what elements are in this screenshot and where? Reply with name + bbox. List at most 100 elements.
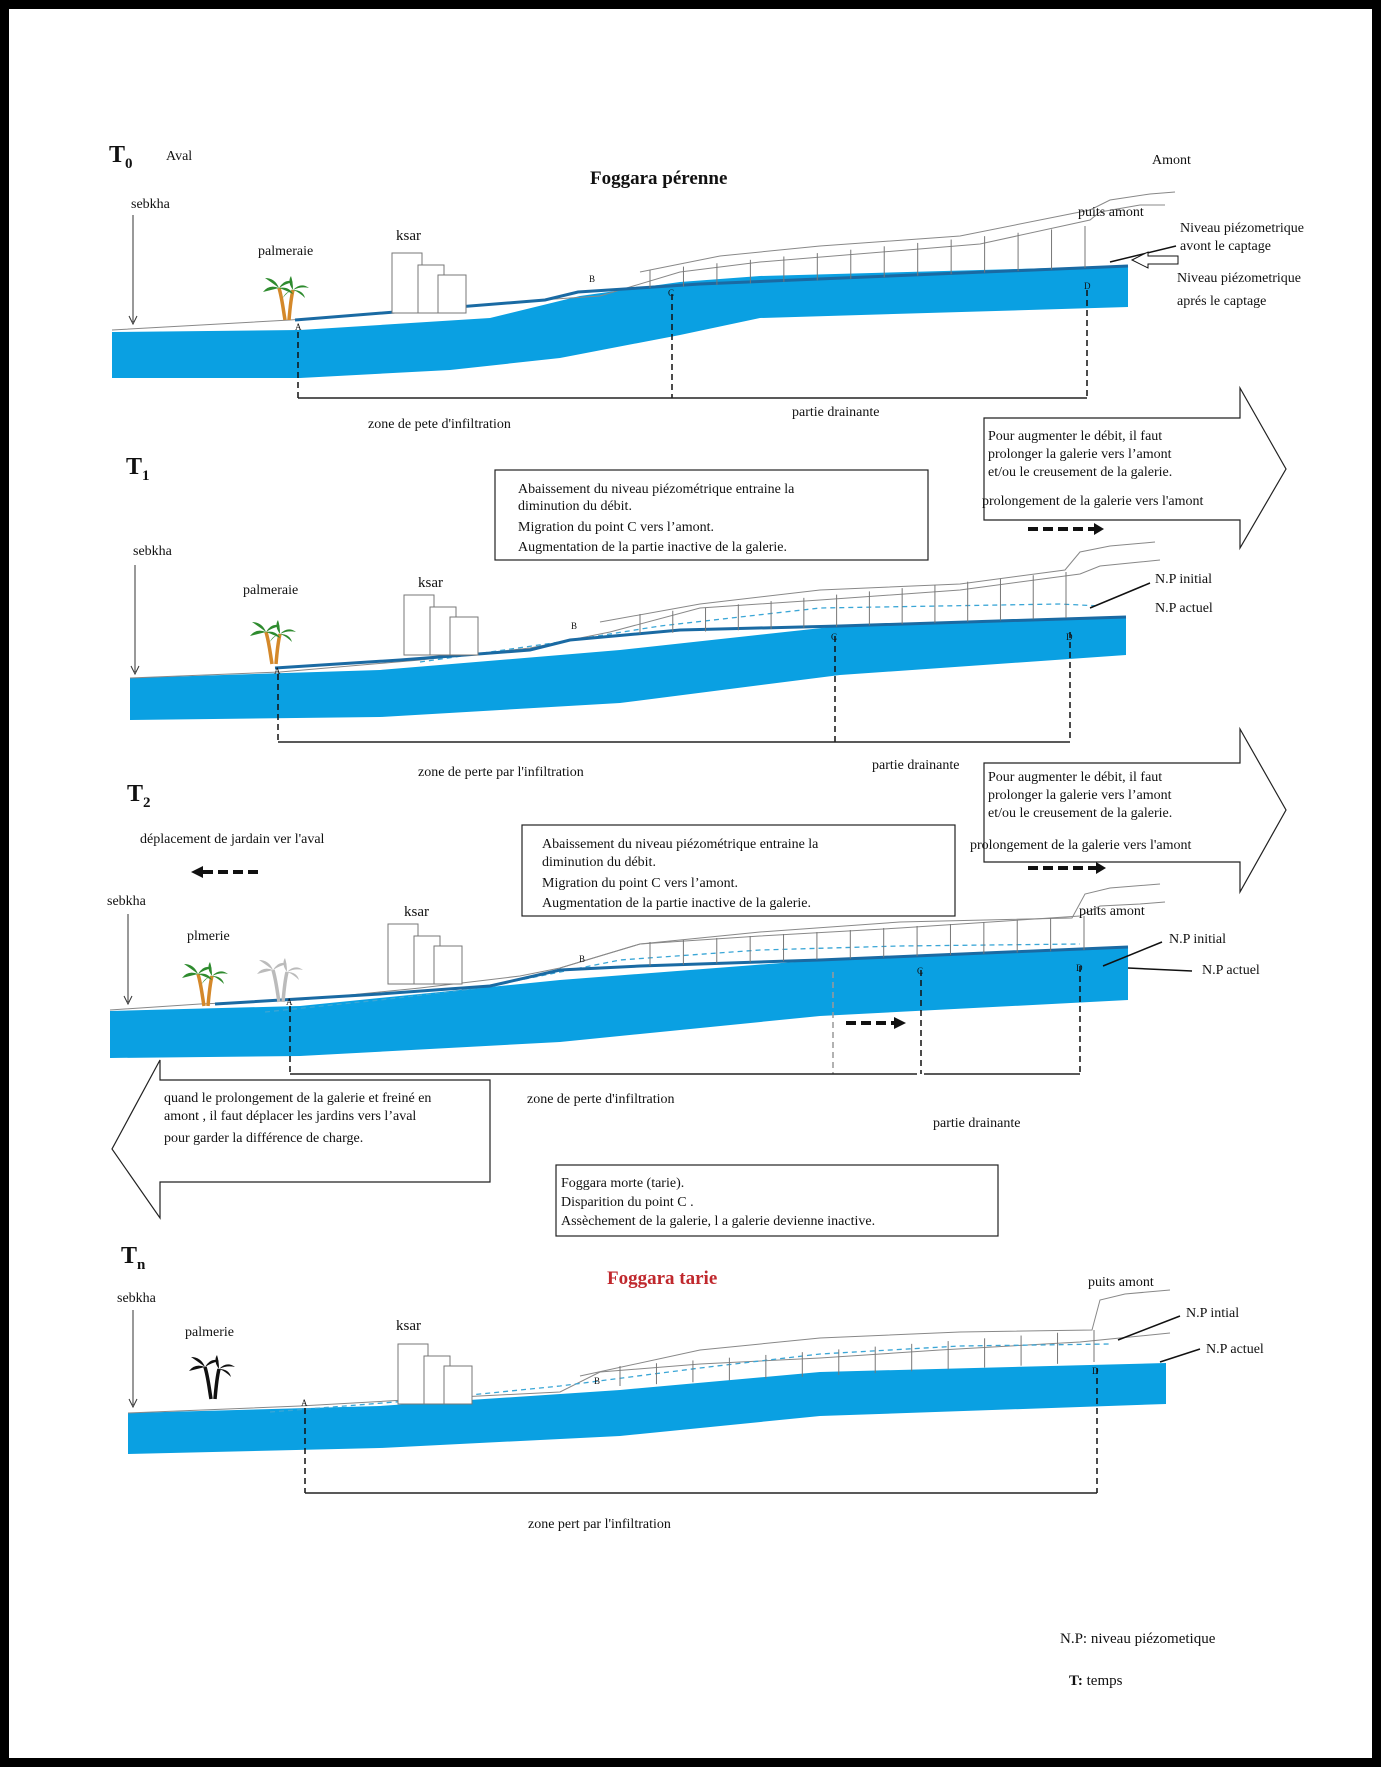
right-arrow-1-prolongement: prolongement de la galerie vers l'amont: [982, 494, 1203, 509]
t2-sebkha-label: sebkha: [107, 894, 147, 909]
panel-t0: T0 Aval Amont Foggara pérenne sebkha pal…: [109, 142, 1304, 432]
t1-palmeraie-label: palmeraie: [243, 583, 298, 598]
t2-left-arrow-line-1: quand le prolongement de la galerie et f…: [164, 1091, 431, 1106]
t2-point-c: C: [917, 966, 923, 976]
tn-title: Foggara tarie: [607, 1268, 717, 1289]
t2-palm-icon: [180, 960, 230, 1008]
t0-puits-label: puits amont: [1078, 205, 1144, 220]
t1-sebkha-arrowhead: [130, 665, 140, 676]
t1-wells: [639, 572, 1067, 634]
t2-left-arrow-line-2: amont , il faut déplacer les jardins ver…: [164, 1109, 416, 1124]
t2-partie-label: partie drainante: [933, 1116, 1020, 1131]
tn-puits-label: puits amont: [1088, 1275, 1154, 1290]
t2-time-label: T2: [127, 781, 151, 811]
t0-wells: [649, 226, 1086, 288]
panel-t2: T2 déplacement de jardain ver l'aval Aba…: [107, 781, 1260, 1220]
t1-ksar-label: ksar: [418, 575, 443, 591]
t1-np-initial-label: N.P initial: [1155, 572, 1212, 587]
legend: N.P: niveau piézometique T: temps: [1060, 1631, 1216, 1689]
t1-galerie: [274, 615, 1127, 670]
t0-np-apres-1: Niveau piézometrique: [1177, 271, 1301, 286]
right-arrow-1-line-2: prolonger la galerie vers l’amont: [988, 447, 1172, 462]
right-arrow-1-shape: [983, 385, 1287, 551]
t0-time-label: T0: [109, 142, 133, 172]
t1-partie-label: partie drainante: [872, 758, 959, 773]
tn-box-line-3: Assèchement de la galerie, l a galerie d…: [561, 1214, 875, 1229]
tn-np-initial-line: [269, 1343, 1111, 1413]
t2-info-box: [521, 824, 956, 917]
tn-box-line-1: Foggara morte (tarie).: [561, 1176, 684, 1191]
tn-point-b: B: [594, 1376, 600, 1386]
t2-wells: [649, 916, 1085, 966]
t2-palm-grey-icon: [255, 956, 305, 1004]
tn-box-line-2: Disparition du point C .: [561, 1195, 694, 1210]
t1-box-line-4: Augmentation de la partie inactive de la…: [518, 540, 787, 555]
legend-np: N.P: niveau piézometique: [1060, 1631, 1216, 1647]
tn-time-label: Tn: [121, 1243, 146, 1273]
t2-box-line-3: Migration du point C vers l’amont.: [542, 876, 738, 891]
t0-point-a: A: [295, 322, 302, 332]
aval-label: Aval: [166, 149, 192, 164]
t0-zone-label: zone de pete d'infiltration: [368, 417, 511, 432]
tn-np-actuel-arrow: [1159, 1348, 1201, 1363]
tn-ksar-icon: [397, 1343, 473, 1405]
tn-sebkha-arrowhead: [128, 1398, 138, 1409]
t2-left-arrow-shape: [111, 1059, 491, 1220]
t2-np-initial-arrow: [1102, 941, 1163, 967]
t2-aquifer: [110, 947, 1128, 1058]
panel-t1: T1 Abaissement du niveau piézométrique e…: [126, 454, 1213, 780]
t2-ksar-label: ksar: [404, 904, 429, 920]
t0-sebkha-arrowhead: [128, 315, 138, 326]
right-arrow-1-head: [1094, 523, 1104, 535]
t0-np-apres-arrow: [1130, 251, 1179, 269]
t2-box-line-4: Augmentation de la partie inactive de la…: [542, 896, 811, 911]
t1-np-actuel-label: N.P actuel: [1155, 601, 1213, 616]
tn-zone-label: zone pert par l'infiltration: [528, 1517, 671, 1532]
tn-info-box: [555, 1164, 999, 1237]
tn-np-initial-arrow: [1117, 1315, 1181, 1341]
t2-np-actuel-label: N.P actuel: [1202, 963, 1260, 978]
t2-left-arrow-line-3: pour garder la différence de charge.: [164, 1131, 363, 1146]
amont-label: Amont: [1152, 153, 1191, 168]
t1-aquifer: [130, 617, 1126, 720]
tn-point-a: A: [301, 1398, 308, 1408]
panel-tn: Foggara morte (tarie). Disparition du po…: [117, 1164, 1264, 1532]
t2-puits-label: puits amont: [1079, 904, 1145, 919]
t2-deplacement-label: déplacement de jardain ver l'aval: [140, 832, 325, 847]
t0-np-avant-2: avont le captage: [1180, 239, 1271, 254]
right-arrow-1-line-1: Pour augmenter le débit, il faut: [988, 429, 1162, 444]
t2-box-line-2: diminution du débit.: [542, 855, 656, 870]
t1-ground-line: [129, 559, 1161, 679]
t1-box-line-1: Abaissement du niveau piézométrique entr…: [518, 482, 795, 497]
right-arrow-2-line-3: et/ou le creusement de la galerie.: [988, 806, 1172, 821]
t2-box-line-1: Abaissement du niveau piézométrique entr…: [542, 837, 819, 852]
t2-c-migrate-head: [894, 1017, 906, 1029]
t2-sebkha-arrowhead: [123, 995, 133, 1006]
t0-palm-icon: [261, 274, 311, 322]
right-arrow-2: Pour augmenter le débit, il faut prolong…: [970, 726, 1287, 895]
t0-partie-label: partie drainante: [792, 405, 879, 420]
tn-palmerie-label: palmerie: [185, 1325, 234, 1340]
t1-zone-label: zone de perte par l'infiltration: [418, 765, 584, 780]
t0-aquifer: [112, 266, 1128, 378]
tn-ksar-label: ksar: [396, 1318, 421, 1334]
t2-plmerie-label: plmerie: [187, 929, 230, 944]
t1-box-line-3: Migration du point C vers l’amont.: [518, 520, 714, 535]
t0-np-apres-2: aprés le captage: [1177, 294, 1266, 309]
t0-point-b: B: [589, 274, 595, 284]
t0-point-c: C: [668, 288, 674, 298]
t2-np-actuel-arrow: [1127, 967, 1193, 972]
t1-box-line-2: diminution du débit.: [518, 499, 632, 514]
t2-left-head: [191, 866, 203, 878]
tn-palm-icon: [187, 1353, 237, 1401]
t0-title: Foggara pérenne: [590, 168, 727, 189]
tn-np-actuel-label: N.P actuel: [1206, 1342, 1264, 1357]
t1-surface-line: [599, 541, 1156, 623]
tn-point-d: D: [1092, 1366, 1099, 1376]
legend-t: T: temps: [1069, 1673, 1123, 1689]
t0-point-d: D: [1084, 281, 1091, 291]
tn-surface-line: [579, 1289, 1171, 1377]
t0-palmeraie-label: palmeraie: [258, 244, 313, 259]
tn-np-initial-label: N.P intial: [1186, 1306, 1239, 1321]
